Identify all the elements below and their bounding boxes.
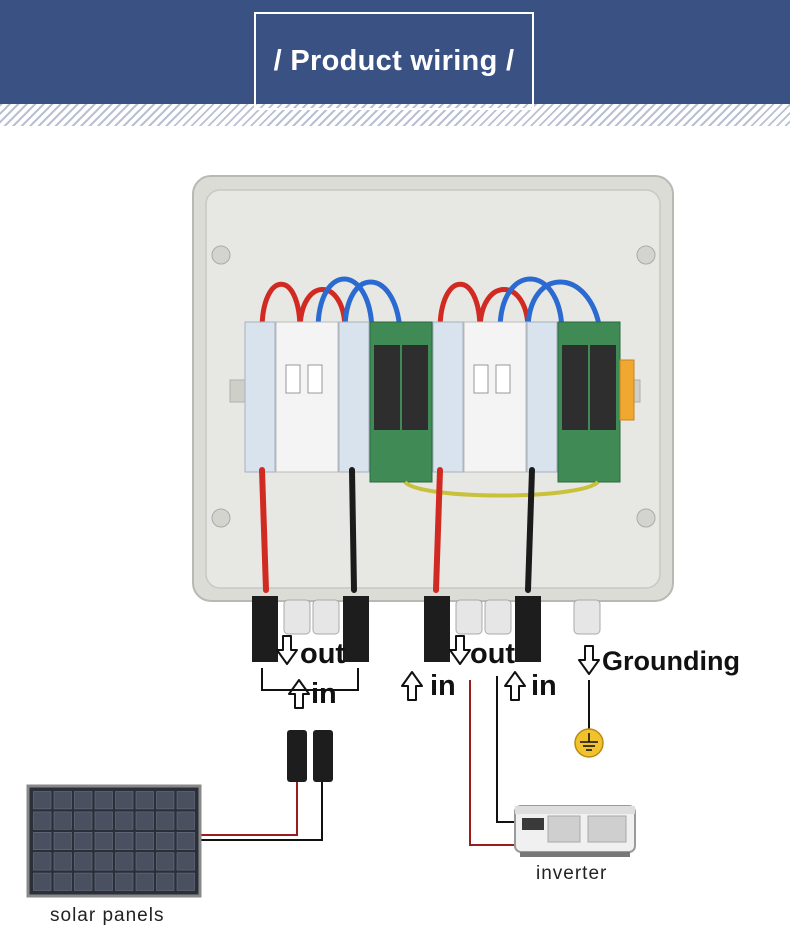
solar-cell <box>94 811 113 830</box>
solar-cell <box>33 872 52 891</box>
mc4-connector-icon <box>252 596 278 662</box>
solar-cell <box>135 872 154 891</box>
inverter-icon <box>514 805 636 857</box>
label-out-left: out <box>300 638 346 670</box>
label-inverter: inverter <box>536 863 608 884</box>
cable-gland <box>312 599 340 635</box>
left-module-group <box>244 321 433 483</box>
mc4-connector-icon <box>287 730 333 782</box>
solar-cell <box>94 791 113 810</box>
solar-cell <box>74 811 93 830</box>
solar-cell <box>156 791 175 810</box>
mc4-connector-icon <box>343 596 369 662</box>
arrow-down-icon <box>578 645 600 675</box>
solar-cell <box>115 831 134 850</box>
label-in-middle: in <box>430 670 456 702</box>
solar-cell <box>135 831 154 850</box>
solar-cell <box>53 831 72 850</box>
solar-cell <box>94 872 113 891</box>
solar-cell <box>115 852 134 871</box>
solar-cell <box>115 791 134 810</box>
cable-gland <box>573 599 601 635</box>
solar-cell <box>135 852 154 871</box>
solar-cell <box>176 852 195 871</box>
label-solar-panels: solar panels <box>50 905 165 926</box>
arrow-up-icon <box>401 671 423 701</box>
mc4-connector-icon <box>515 596 541 662</box>
solar-cell <box>74 831 93 850</box>
solar-cell <box>74 872 93 891</box>
solar-cell <box>53 872 72 891</box>
fuse-holder-left-2 <box>338 321 370 473</box>
solar-cell <box>156 852 175 871</box>
arrow-up-icon <box>288 679 310 709</box>
solar-cell <box>33 791 52 810</box>
earth-wire <box>403 480 600 498</box>
label-grounding: Grounding <box>602 646 740 676</box>
solar-cell <box>115 811 134 830</box>
cable-gland <box>283 599 311 635</box>
solar-cell <box>135 811 154 830</box>
circuit-breaker-icon <box>463 321 527 473</box>
cable-gland <box>484 599 512 635</box>
solar-cell <box>53 811 72 830</box>
arrows <box>276 635 600 709</box>
solar-cell <box>33 831 52 850</box>
solar-cell <box>74 791 93 810</box>
external-wires <box>200 676 590 846</box>
solar-cell <box>94 852 113 871</box>
solar-cell <box>74 852 93 871</box>
solar-cell <box>53 791 72 810</box>
label-out-middle: out <box>470 638 516 670</box>
solar-cell <box>156 872 175 891</box>
solar-cell <box>94 831 113 850</box>
ground-icon <box>574 728 604 758</box>
solar-cell <box>33 811 52 830</box>
label-in-right: in <box>531 670 557 702</box>
page-title: / Product wiring / <box>273 44 515 77</box>
solar-cell <box>135 791 154 810</box>
top-jumper-wires <box>259 276 603 333</box>
bottom-connectors <box>252 596 601 662</box>
cable-gland <box>455 599 483 635</box>
solar-cell <box>53 852 72 871</box>
solar-cell <box>176 872 195 891</box>
circuit-breaker-icon <box>275 321 339 473</box>
left-bracket <box>261 668 359 691</box>
title-box: / Product wiring / <box>254 12 534 110</box>
internal-wires <box>259 467 535 593</box>
solar-cell <box>176 811 195 830</box>
arrow-down-icon <box>449 635 471 665</box>
arrow-up-icon <box>504 671 526 701</box>
solar-panel-icon <box>26 784 202 898</box>
fuse-holder-right-1 <box>432 321 464 473</box>
mc4-connector-icon <box>424 596 450 662</box>
solar-cell <box>176 831 195 850</box>
fuse-holder-left-1 <box>244 321 276 473</box>
label-in-left: in <box>311 678 337 710</box>
arrow-down-icon <box>276 635 298 665</box>
solar-cell <box>115 872 134 891</box>
header-banner <box>0 0 790 104</box>
solar-cell <box>176 791 195 810</box>
solar-cell <box>156 811 175 830</box>
solar-cell <box>33 852 52 871</box>
solar-cell <box>156 831 175 850</box>
right-module-group <box>432 321 635 483</box>
header-stripes <box>0 104 790 126</box>
fuse-holder-right-2 <box>526 321 558 473</box>
